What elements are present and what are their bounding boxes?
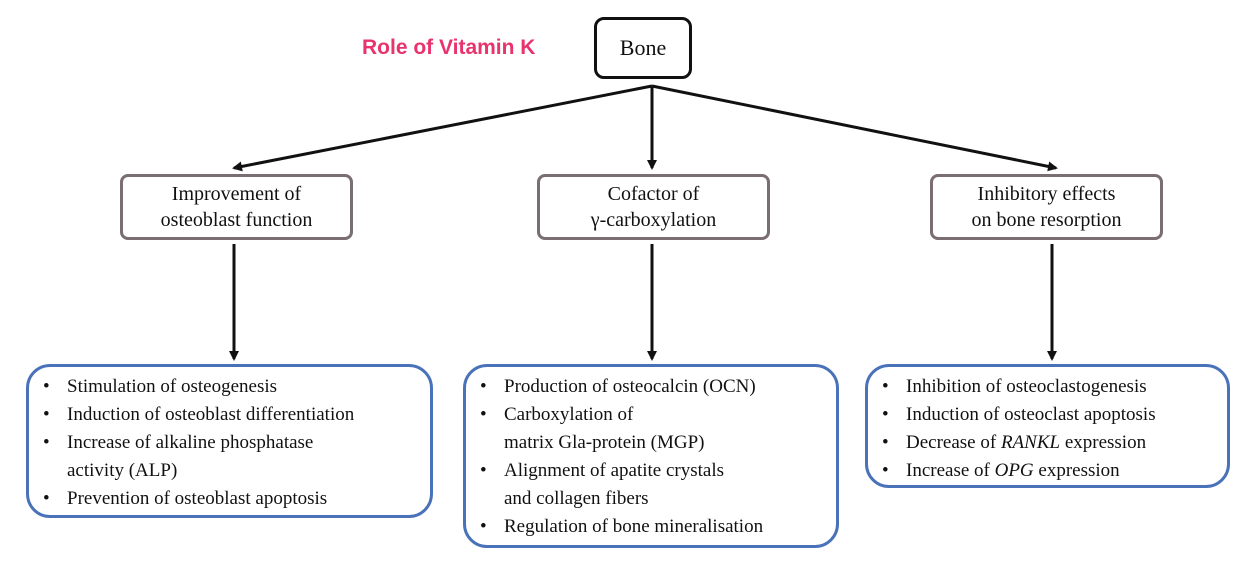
bullet-icon: •	[43, 404, 50, 425]
gene-name: RANKL	[1000, 432, 1061, 453]
list-item: • Induction of osteoclast apoptosis	[876, 401, 1227, 429]
list-item: • Carboxylation of matrix Gla-protein (MGP…	[474, 401, 836, 457]
category-bone-resorption: Inhibitory effects on bone resorption	[930, 174, 1163, 240]
list-item: • Induction of osteoblast differentiation	[37, 401, 430, 429]
list-item-text: Induction of osteoblast differentiation	[67, 404, 355, 425]
category-label-line: Inhibitory effects	[977, 183, 1116, 205]
list-item: • Stimulation of osteogenesis	[37, 373, 430, 401]
list-item-text: Production of osteocalcin (OCN)	[504, 376, 756, 397]
list-item-continuation: activity (ALP)	[67, 460, 178, 481]
gene-name: OPG	[994, 460, 1034, 481]
arrow-root-to-resorption	[651, 84, 1058, 172]
details-list: • Production of osteocalcin (OCN) • Carbox…	[474, 373, 836, 541]
details-list: • Inhibition of osteoclastogenesis • Induc…	[876, 373, 1227, 485]
bullet-icon: •	[480, 516, 487, 537]
list-item: • Prevention of osteoblast apoptosis	[37, 485, 430, 513]
list-item-text: Decrease of	[906, 432, 1001, 453]
bullet-icon: •	[43, 488, 50, 509]
bullet-icon: •	[882, 460, 889, 481]
category-label-line: osteoblast function	[160, 209, 313, 231]
list-item-continuation: and collagen fibers	[504, 488, 649, 509]
category-gamma-carboxylation: Cofactor of γ-carboxylation	[537, 174, 770, 240]
list-item: • Regulation of bone mineralisation	[474, 513, 836, 541]
list-item-text: Induction of osteoclast apoptosis	[906, 404, 1156, 425]
diagram-title: Role of Vitamin K	[362, 36, 536, 59]
category-label-line: Improvement of	[171, 183, 302, 205]
bullet-icon: •	[43, 432, 50, 453]
root-node-label: Bone	[619, 35, 667, 60]
details-gamma-carboxylation: • Production of osteocalcin (OCN) • Carbox…	[463, 364, 839, 548]
list-item: • Alignment of apatite crystals and collag…	[474, 457, 836, 513]
details-bone-resorption: • Inhibition of osteoclastogenesis • Induc…	[865, 364, 1230, 488]
details-list: • Stimulation of osteogenesis • Induction …	[37, 373, 430, 513]
list-item: • Decrease of RANKL expression	[876, 429, 1227, 457]
list-item-text: Prevention of osteoblast apoptosis	[67, 488, 328, 509]
details-osteoblast-function: • Stimulation of osteogenesis • Induction …	[26, 364, 433, 518]
list-item-text: Regulation of bone mineralisation	[504, 516, 764, 537]
list-item-text: Inhibition of osteoclastogenesis	[906, 376, 1147, 397]
list-item: • Increase of alkaline phosphatase activit…	[37, 429, 430, 485]
bullet-icon: •	[480, 376, 487, 397]
bullet-icon: •	[882, 432, 889, 453]
category-osteoblast-function: Improvement of osteoblast function	[120, 174, 353, 240]
bullet-icon: •	[882, 376, 889, 397]
list-item-text: Stimulation of osteogenesis	[67, 376, 278, 397]
bullet-icon: •	[480, 404, 487, 425]
list-item: • Inhibition of osteoclastogenesis	[876, 373, 1227, 401]
bullet-icon: •	[882, 404, 889, 425]
category-label-line: on bone resorption	[971, 209, 1122, 231]
category-label-line: γ-carboxylation	[590, 209, 717, 231]
category-label-line: Cofactor of	[607, 183, 700, 205]
bullet-icon: •	[480, 460, 487, 481]
list-item-text: Carboxylation of	[504, 404, 634, 425]
list-item-text: Increase of alkaline phosphatase	[67, 432, 314, 453]
list-item-text: expression	[1060, 432, 1147, 453]
list-item-text: Alignment of apatite crystals	[504, 460, 725, 481]
list-item: • Increase of OPG expression	[876, 457, 1227, 485]
list-item-text: Increase of	[906, 460, 995, 481]
root-node-bone: Bone	[594, 17, 692, 79]
arrow-root-to-osteoblast	[232, 84, 653, 172]
list-item-continuation: matrix Gla-protein (MGP)	[504, 432, 705, 453]
list-item-text: expression	[1033, 460, 1120, 481]
list-item: • Production of osteocalcin (OCN)	[474, 373, 836, 401]
bullet-icon: •	[43, 376, 50, 397]
